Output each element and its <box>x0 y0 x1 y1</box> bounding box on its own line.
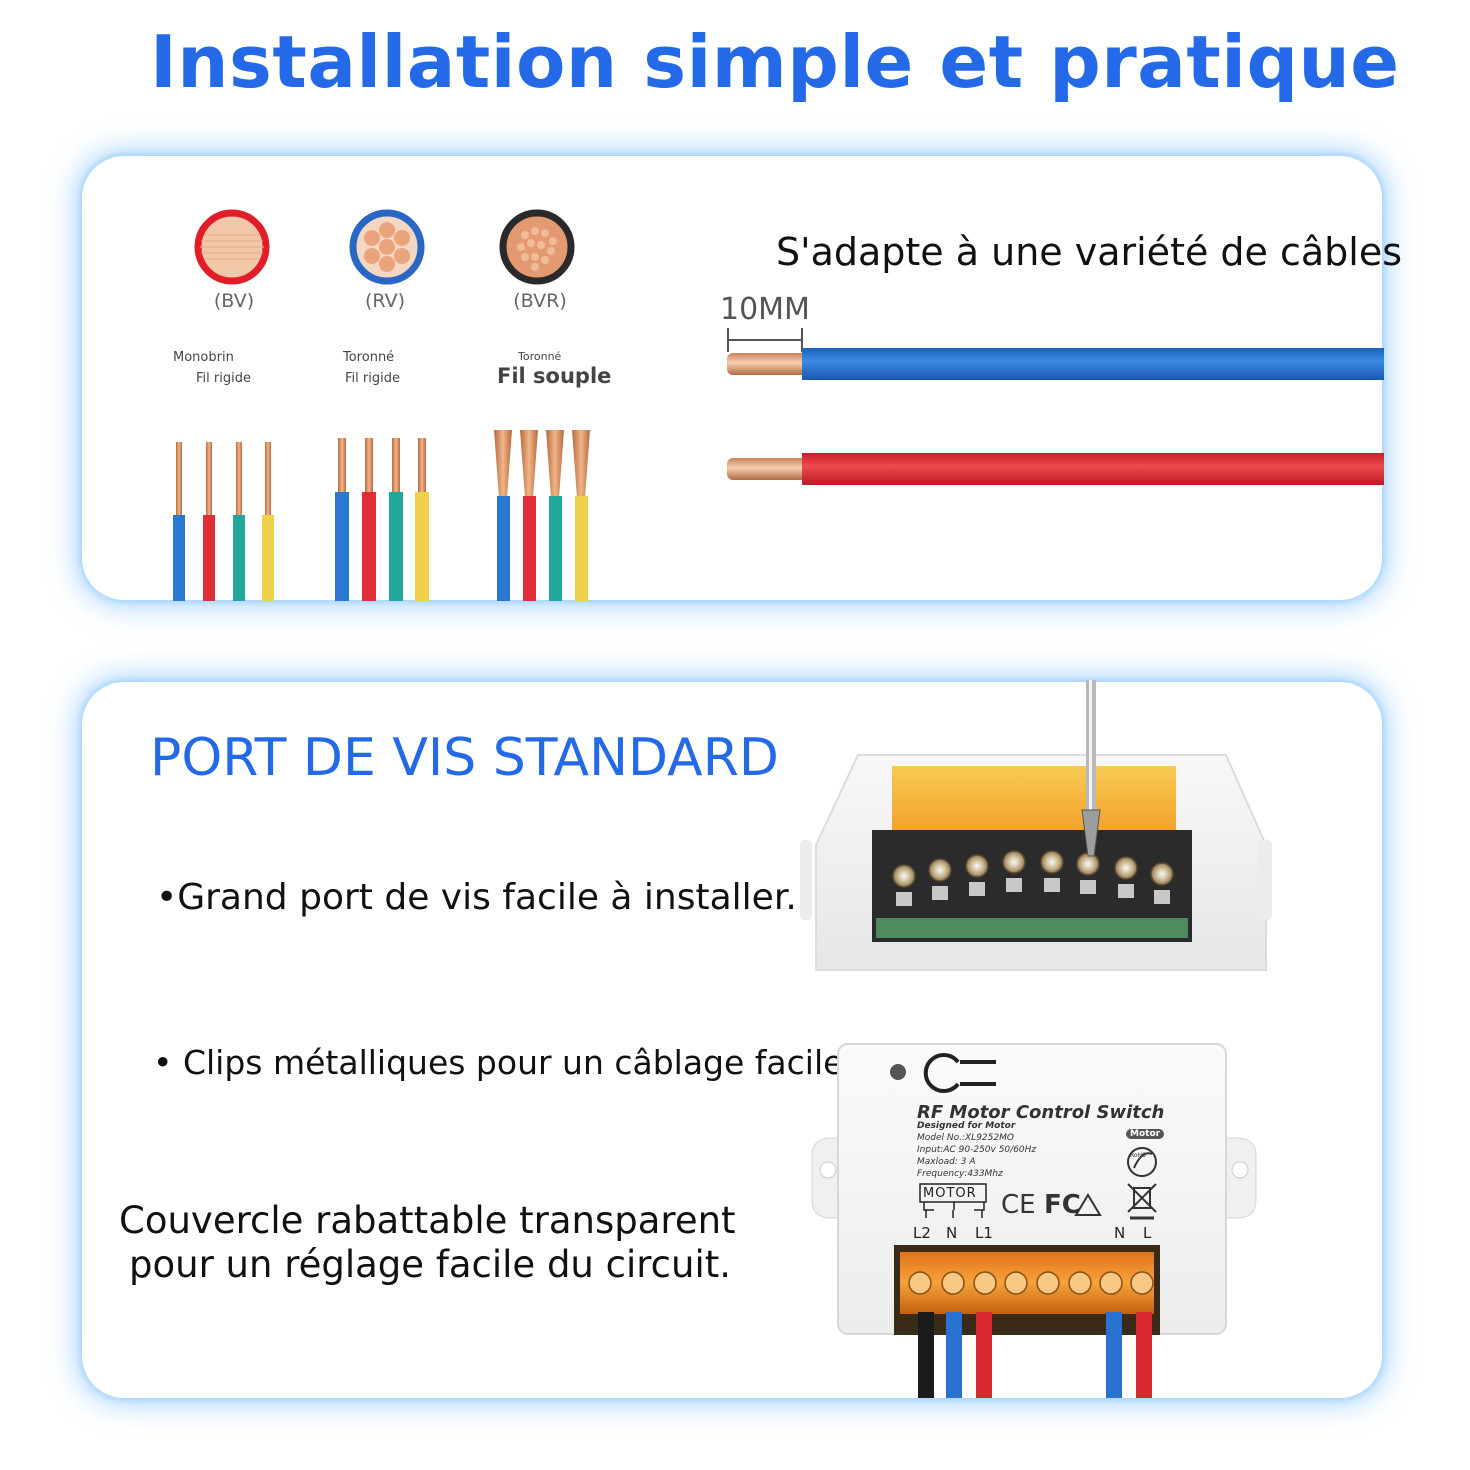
device-label-title: RF Motor Control Switch <box>917 1102 1165 1123</box>
rohs-leaf-icon <box>1127 1147 1157 1177</box>
device-label-designed: Designed for Motor <box>917 1121 1016 1131</box>
terminal-block-device-image <box>800 680 1272 971</box>
wire-code-bvr: (BVR) <box>513 290 567 312</box>
wire-code-rv: (RV) <box>365 290 405 312</box>
wire-code-bv: (BV) <box>213 290 255 312</box>
blue-wire <box>727 348 1384 380</box>
wire-type-bvr-line1: Toronné <box>518 350 562 363</box>
weee-bin-icon <box>1127 1183 1157 1220</box>
stripped-wires-illustration <box>727 348 1384 485</box>
device-label-model: Model No.:XL9252MO <box>917 1133 1014 1143</box>
screwdriver-icon <box>1081 680 1101 857</box>
recycle-icon <box>1074 1193 1102 1216</box>
wire-type-bv-line2: Fil rigide <box>196 371 251 386</box>
motor-badge: Motor <box>1126 1129 1165 1139</box>
rv-cross-section-icon <box>349 209 425 285</box>
wire-type-bvr-line2: Fil souple <box>497 364 612 388</box>
rf-motor-switch-image <box>811 1043 1257 1398</box>
remote-key-icon <box>923 1053 996 1093</box>
wire-type-rv-line1: Toronné <box>343 350 395 365</box>
feature-screw-port: •Grand port de vis facile à installer. <box>156 877 797 918</box>
feature-flip-cover-line1: Couvercle rabattable transparent <box>119 1199 736 1242</box>
bvr-cross-section-icon <box>499 209 575 285</box>
motor-box-label: MOTOR <box>923 1186 977 1201</box>
terminal-label-l2: L2 <box>913 1224 931 1242</box>
wire-type-bv-line1: Monobrin <box>173 350 234 365</box>
bv-wire-bundle <box>173 442 274 601</box>
rv-wire-bundle <box>335 438 429 601</box>
strip-length-label: 10MM <box>720 292 810 327</box>
device-label-frequency: Frequency:433Mhz <box>917 1169 1003 1179</box>
device-label-maxload: Maxload: 3 A <box>917 1157 976 1167</box>
bv-cross-section-icon <box>194 209 270 285</box>
screw-port-heading: PORT DE VIS STANDARD <box>150 728 779 788</box>
device-label-input: Input:AC 90-250v 50/60Hz <box>917 1145 1037 1155</box>
terminal-label-n-right: N <box>1114 1224 1126 1242</box>
terminal-label-n-left: N <box>946 1224 958 1242</box>
cables-tagline: S'adapte à une variété de câbles <box>776 230 1403 274</box>
terminal-label-l1: L1 <box>975 1224 993 1242</box>
red-wire <box>727 453 1384 485</box>
fc-mark: FC <box>1044 1190 1081 1220</box>
page-title: Installation simple et pratique <box>150 20 1400 104</box>
ce-mark: CE <box>1001 1190 1036 1220</box>
rohs-text: RoHS <box>1130 1152 1146 1159</box>
wire-bundles-illustration <box>173 430 590 601</box>
terminal-label-l: L <box>1143 1224 1152 1242</box>
feature-metal-clips: • Clips métalliques pour un câblage faci… <box>153 1043 854 1082</box>
wire-type-rv-line2: Fil rigide <box>345 371 400 386</box>
bvr-wire-bundle <box>494 430 590 601</box>
feature-flip-cover-line2: pour un réglage facile du circuit. <box>129 1243 732 1286</box>
